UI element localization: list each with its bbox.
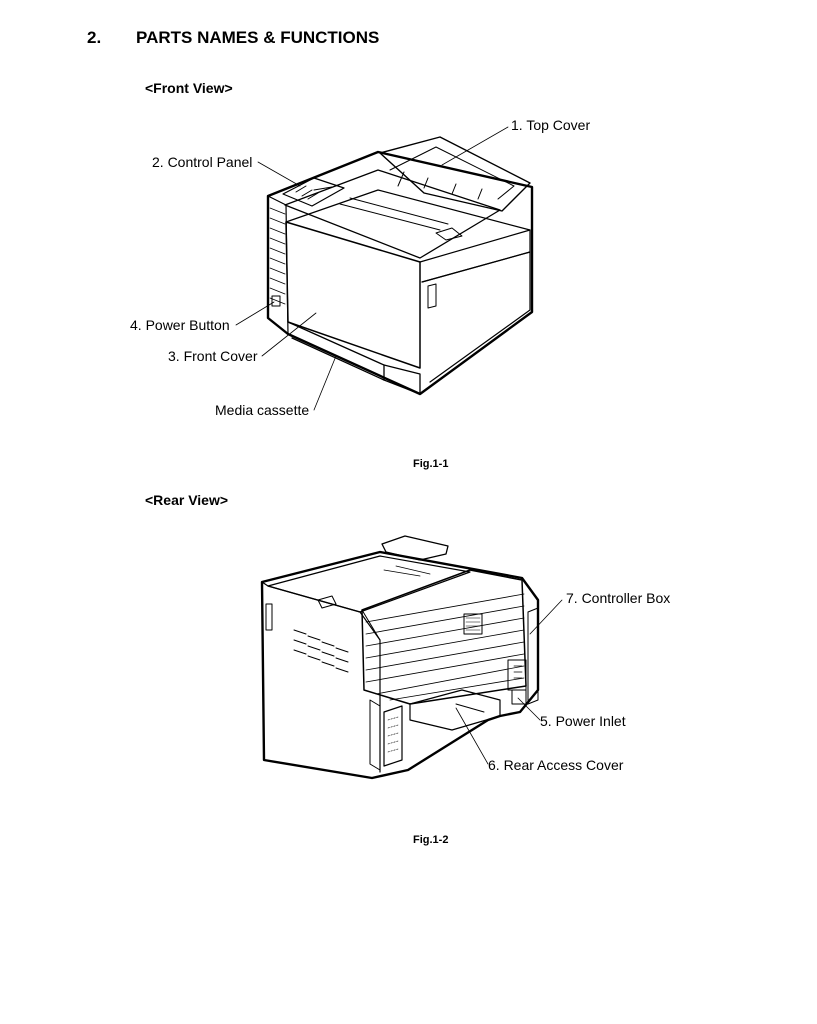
callout-top-cover: 1. Top Cover (511, 117, 591, 133)
front-printer-body (266, 136, 534, 396)
rear-view-heading: <Rear View> (145, 492, 229, 508)
callout-control-panel: 2. Control Panel (152, 154, 253, 170)
rear-leader-lines (455, 599, 563, 765)
callout-rear-access-cover: 6. Rear Access Cover (488, 757, 624, 773)
callout-front-cover: 3. Front Cover (168, 348, 258, 364)
callout-controller-box: 7. Controller Box (566, 590, 671, 606)
front-view-printer-illustration (235, 126, 534, 411)
figure-caption-2: Fig.1-2 (413, 834, 449, 846)
callout-power-button: 4. Power Button (130, 317, 230, 333)
callout-media-cassette: Media cassette (215, 402, 310, 418)
section-title: PARTS NAMES & FUNCTIONS (136, 28, 380, 47)
front-leader-lines (235, 126, 509, 411)
callout-power-inlet: 5. Power Inlet (540, 713, 626, 729)
front-view-heading: <Front View> (145, 80, 233, 96)
figure-caption-1: Fig.1-1 (413, 458, 449, 470)
rear-printer-body (260, 535, 540, 780)
section-number: 2. (87, 28, 102, 47)
